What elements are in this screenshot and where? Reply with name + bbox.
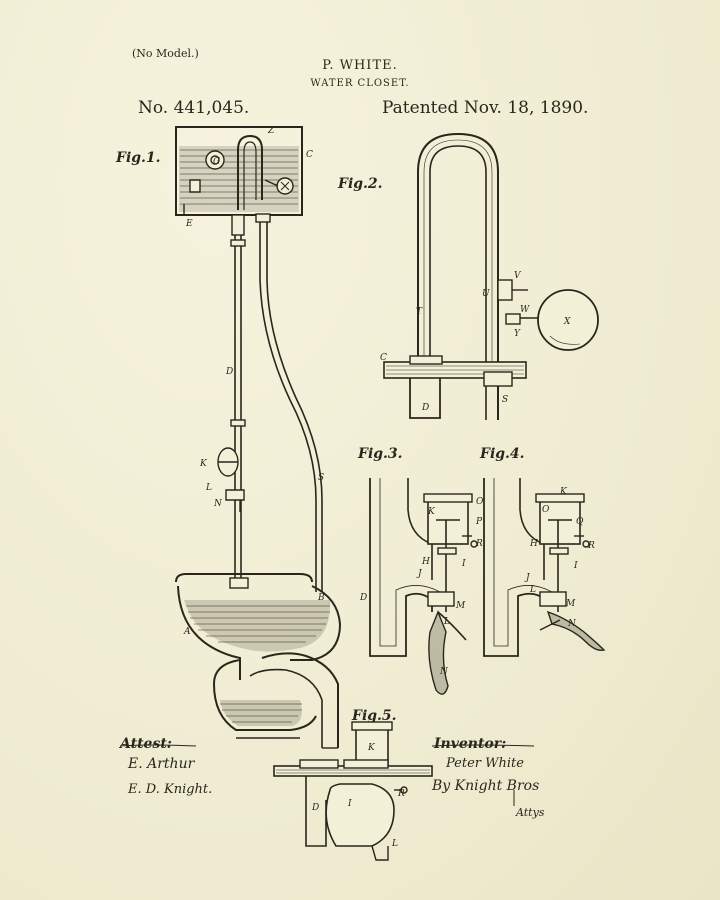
svg-text:O: O (476, 497, 484, 507)
svg-text:D: D (421, 403, 429, 413)
svg-text:P: P (475, 517, 483, 527)
no-model-note: (No Model.) (132, 47, 199, 60)
svg-text:G: G (213, 157, 220, 167)
svg-text:V: V (514, 271, 522, 281)
svg-text:L: L (205, 483, 212, 493)
svg-text:M: M (565, 599, 576, 609)
svg-text:R: R (397, 789, 405, 799)
svg-text:H: H (421, 557, 430, 567)
fig2-drawing: V U W X T Y C D S (380, 132, 599, 420)
svg-text:S: S (318, 473, 324, 483)
inventor-heading: P. WHITE. (322, 58, 398, 73)
svg-text:N: N (213, 499, 223, 509)
fig1-label: Fig.1. (116, 150, 161, 166)
svg-text:A: A (183, 627, 191, 637)
svg-text:I: I (573, 561, 578, 571)
svg-text:Q: Q (576, 517, 584, 527)
signature-underlines (119, 744, 535, 806)
svg-text:N: N (439, 667, 449, 677)
patent-number: No. 441,045. (138, 98, 250, 118)
svg-text:J: J (524, 573, 531, 583)
svg-text:I: I (461, 559, 466, 569)
svg-text:D: D (359, 593, 367, 603)
svg-text:I: I (347, 799, 352, 809)
fig3-drawing: K OP R HJ I M D L N (359, 478, 484, 695)
svg-text:E: E (185, 219, 193, 229)
witness-1-signature: E. Arthur (128, 756, 195, 772)
witness-2-signature: E. D. Knight. (128, 782, 213, 797)
svg-text:O: O (542, 505, 550, 515)
fig5-drawing: K R D I L (273, 721, 433, 861)
fig3-label: Fig.3. (358, 446, 403, 462)
svg-text:C: C (306, 150, 313, 160)
svg-text:Z: Z (267, 126, 275, 136)
fig5-label: Fig.5. (352, 708, 397, 724)
svg-text:D: D (311, 803, 319, 813)
svg-text:K: K (559, 487, 568, 497)
invention-title: WATER CLOSET. (310, 78, 410, 89)
attest-label: Attest: (120, 736, 172, 752)
inventor-signature: Peter White (446, 756, 524, 771)
svg-text:J: J (416, 569, 423, 579)
svg-text:S: S (502, 395, 508, 405)
svg-text:R: R (475, 539, 483, 549)
svg-text:C: C (380, 353, 387, 363)
svg-text:L: L (443, 617, 450, 627)
svg-text:H: H (529, 539, 538, 549)
fig1-drawing: Z C G E D K LN S B A (175, 126, 342, 749)
svg-text:R: R (587, 541, 595, 551)
svg-text:X: X (563, 317, 571, 327)
svg-text:N: N (567, 619, 577, 629)
fig4-label: Fig.4. (480, 446, 525, 462)
svg-text:D: D (225, 367, 233, 377)
svg-text:L: L (529, 585, 536, 595)
svg-text:K: K (367, 743, 376, 753)
svg-text:K: K (427, 507, 436, 517)
inventor-label: Inventor: (434, 736, 507, 752)
patent-date: Patented Nov. 18, 1890. (382, 98, 589, 118)
svg-text:Y: Y (514, 329, 521, 339)
svg-text:U: U (482, 289, 490, 299)
attorneys-label: Attys (516, 806, 545, 819)
fig2-label: Fig.2. (338, 176, 383, 192)
svg-text:K: K (199, 459, 208, 469)
svg-text:W: W (520, 305, 530, 315)
fig4-drawing: KO Q H R J L I M N (483, 478, 606, 657)
svg-text:L: L (391, 839, 398, 849)
svg-text:T: T (416, 307, 423, 317)
svg-text:B: B (317, 593, 325, 603)
attorneys-signature: By Knight Bros (432, 778, 540, 794)
svg-text:M: M (455, 601, 466, 611)
